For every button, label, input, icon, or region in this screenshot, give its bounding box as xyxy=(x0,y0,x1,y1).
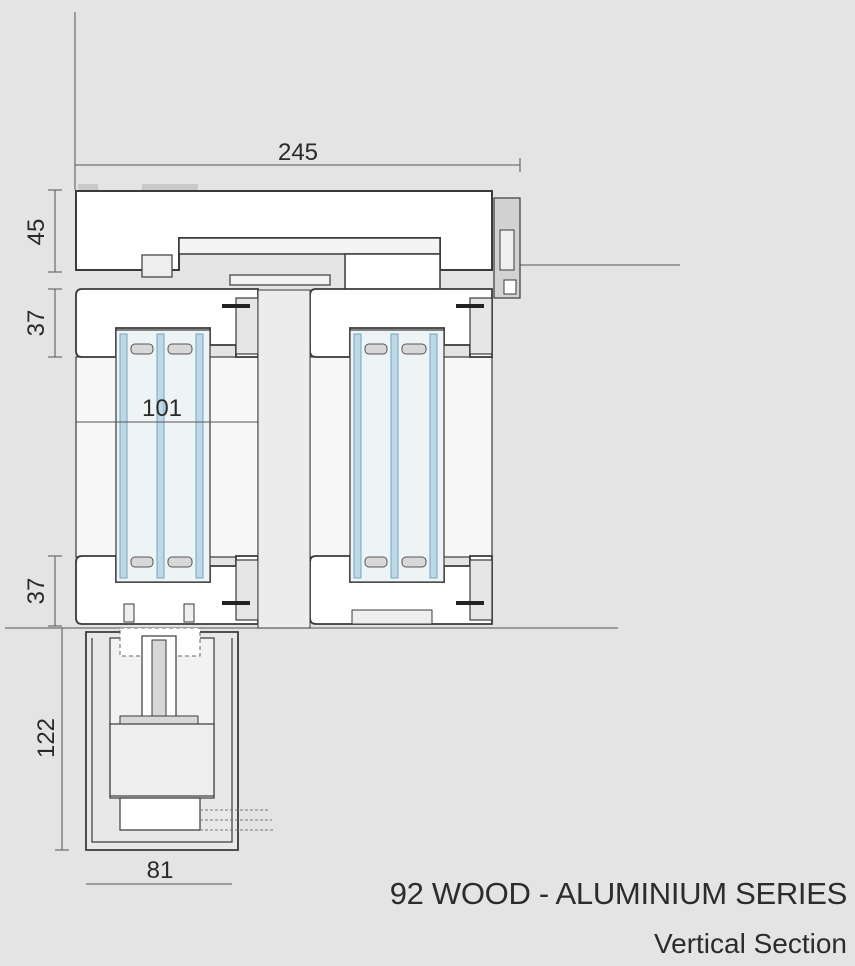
sash-right xyxy=(309,288,493,625)
dim-label-37-top: 37 xyxy=(23,310,50,337)
bottom-track xyxy=(85,627,274,851)
dimension-track-height: 122 xyxy=(33,628,69,851)
glass-unit-left xyxy=(115,329,211,583)
top-seal xyxy=(141,254,173,278)
series-title: 92 WOOD - ALUMINIUM SERIES xyxy=(389,876,848,911)
dimension-bottom-rail: 37 xyxy=(23,555,62,627)
interlock-strip xyxy=(257,289,311,629)
glass-unit-right xyxy=(349,329,445,583)
section-subtitle: Vertical Section xyxy=(654,928,847,959)
dim-label-122: 122 xyxy=(33,718,60,758)
dim-label-45: 45 xyxy=(23,219,50,246)
dimension-head-height: 45 xyxy=(23,189,62,273)
dimension-track-width: 81 xyxy=(86,857,232,885)
dim-label-101: 101 xyxy=(142,395,182,422)
dimension-top-rail: 37 xyxy=(23,288,62,358)
head-insert xyxy=(178,237,441,255)
dimension-sash-depth: 101 xyxy=(76,395,258,423)
dim-label-37-bottom: 37 xyxy=(23,578,50,605)
head-guide-block xyxy=(344,253,441,291)
dim-label-81: 81 xyxy=(147,857,174,884)
guide-plate xyxy=(229,274,331,286)
head-top-strip xyxy=(78,184,98,190)
dim-label-245: 245 xyxy=(278,139,318,166)
head-top-strip xyxy=(142,184,198,190)
sash-left xyxy=(75,288,259,625)
dimension-overall-width: 245 xyxy=(74,139,521,172)
head-aluminium-profile xyxy=(493,197,521,299)
